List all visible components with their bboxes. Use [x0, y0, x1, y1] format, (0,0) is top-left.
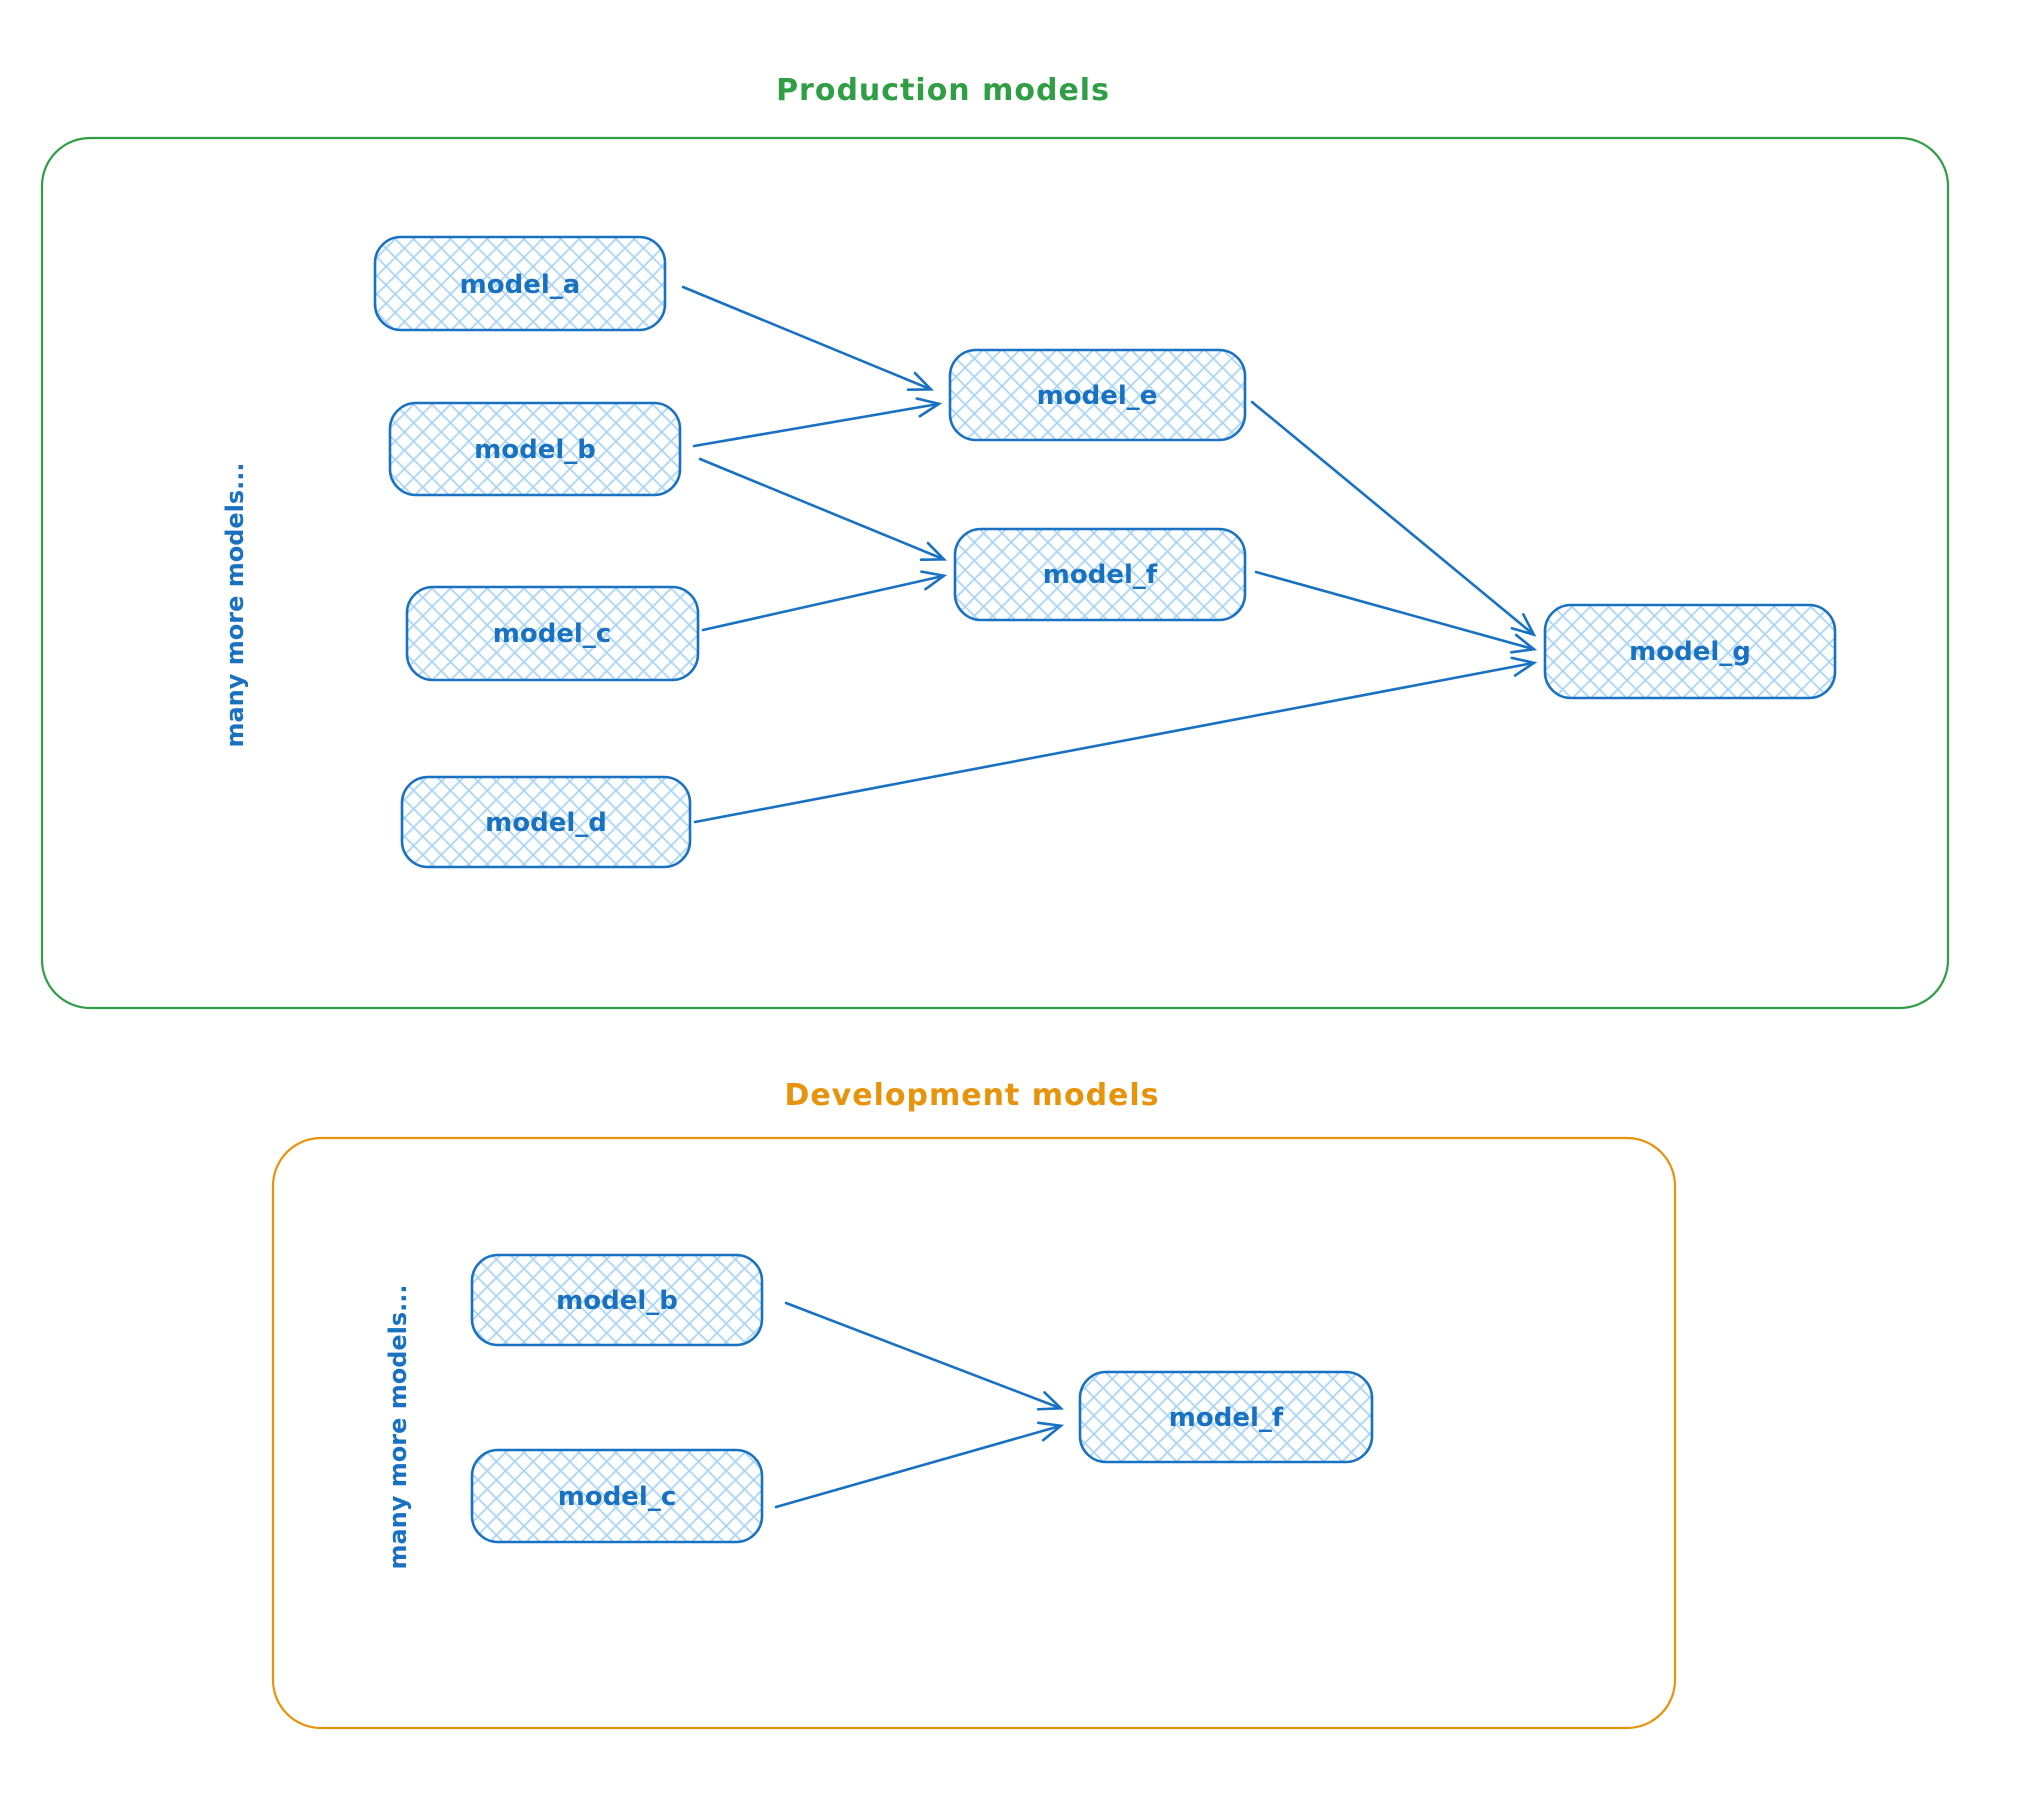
arrow-model_d-to-model_g [693, 656, 1538, 824]
development-node-model_b-label: model_b [556, 1286, 678, 1316]
production-node-model_f: model_f [953, 527, 1247, 622]
production-node-model_b-box [388, 401, 682, 497]
production-node-model_c-box [405, 585, 700, 682]
production-node-model_c: model_c [405, 585, 700, 682]
development-node-model_c-box [470, 1448, 764, 1544]
production-node-model_d-box [400, 775, 692, 869]
arrow-model_b-to-model_f [698, 457, 947, 562]
development-side-label: many more models... [384, 1284, 412, 1569]
development-node-model_f: model_f [1078, 1370, 1374, 1464]
production-node-model_g: model_g [1543, 603, 1837, 700]
development-node-model_b-box [470, 1253, 764, 1347]
production-node-model_e: model_e [948, 348, 1247, 442]
production-title: Production models [776, 73, 1110, 108]
production-node-model_a: model_a [373, 235, 667, 332]
arrow-model_e-to-model_g [1250, 400, 1537, 637]
production-edges [681, 285, 1538, 824]
development-container-border [271, 1136, 1677, 1730]
development-section: Development models many more models... m… [271, 1078, 1677, 1730]
development-title: Development models [784, 1078, 1159, 1113]
production-node-model_g-label: model_g [1629, 637, 1751, 667]
development-node-model_c-label: model_c [558, 1482, 677, 1512]
development-edges [774, 1301, 1065, 1509]
production-container-border [40, 136, 1950, 1010]
arrow-model_c-to-model_f [701, 570, 948, 632]
production-node-model_b-label: model_b [474, 435, 596, 465]
production-node-model_e-label: model_e [1037, 381, 1158, 411]
development-node-model_f-label: model_f [1169, 1403, 1284, 1433]
arrow-model_a-to-model_e [681, 285, 934, 391]
production-node-model_a-box [373, 235, 667, 332]
production-node-model_e-box [948, 348, 1247, 442]
development-node-model_f-box [1078, 1370, 1374, 1464]
production-node-model_d-label: model_d [485, 808, 607, 838]
production-section: Production models many more models... mo… [40, 73, 1950, 1010]
arrow-model_b-to-model_e [692, 397, 943, 448]
production-node-model_g-box [1543, 603, 1837, 700]
arrow-dev-model_b-to-model_f [784, 1301, 1065, 1411]
arrow-dev-model_c-to-model_f [774, 1421, 1065, 1509]
arrow-model_f-to-model_g [1254, 570, 1538, 654]
production-side-label: many more models... [221, 462, 249, 747]
production-node-model_d: model_d [400, 775, 692, 869]
production-node-model_a-label: model_a [460, 270, 581, 300]
development-node-model_c: model_c [470, 1448, 764, 1544]
production-node-model_c-label: model_c [493, 619, 612, 649]
development-node-model_b: model_b [470, 1253, 764, 1347]
production-node-model_f-label: model_f [1043, 560, 1158, 590]
production-node-model_f-box [953, 527, 1247, 622]
production-node-model_b: model_b [388, 401, 682, 497]
